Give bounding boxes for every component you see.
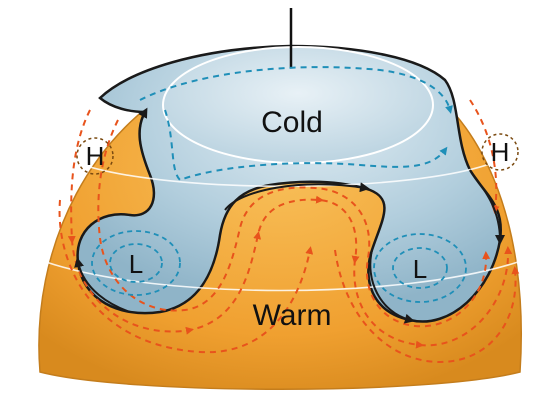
warm-label: Warm [253,299,332,332]
high-pressure-left-label: H [86,141,105,171]
cold-label: Cold [261,106,323,139]
low-pressure-right-label: L [413,254,427,284]
low-pressure-left-label: L [129,249,143,279]
high-pressure-right-label: H [491,137,510,167]
polar-cap [163,47,433,163]
